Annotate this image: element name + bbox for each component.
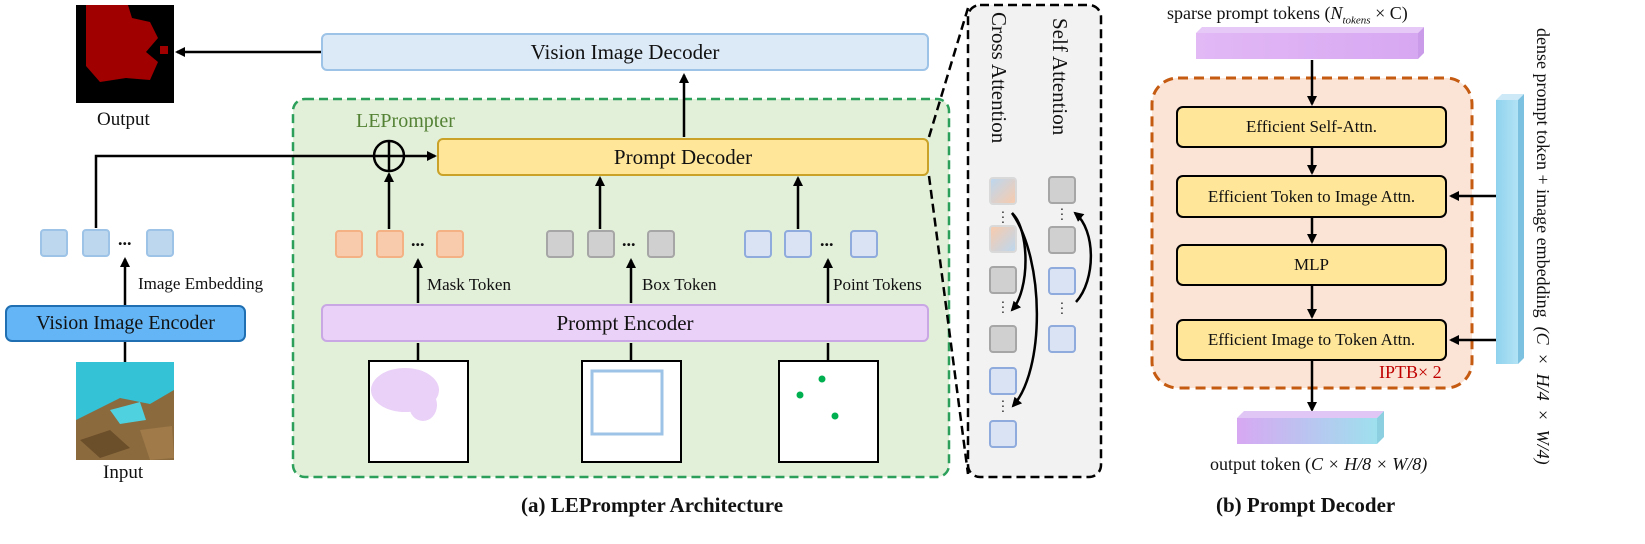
cross-token [989,325,1017,353]
vertical-ellipsis: ··· [1000,206,1006,231]
self-token [1048,325,1076,353]
sparse-prompt-label: sparse prompt tokens (Ntokens × C) [1167,3,1408,27]
box-token [546,230,574,258]
self-token [1048,226,1076,254]
caption-a: (a) LEPrompter Architecture [521,493,784,517]
caption-b: (b) Prompt Decoder [1216,493,1396,517]
point-prompt-image [778,360,879,463]
mask-token [376,230,404,258]
vertical-ellipsis: ··· [1000,395,1006,420]
image-embedding-token [146,229,174,257]
output-mask-spot [160,46,168,54]
self-token [1048,267,1076,295]
dense-prompt-label: dense prompt token + image embedding (C … [1533,28,1553,465]
point-token [744,230,772,258]
zoom-line-bottom [927,175,970,475]
vision-image-decoder: Vision Image Decoder [321,33,929,71]
ellipsis: ... [622,230,636,250]
cross-attention-label: Cross Attention [987,12,1011,144]
mask-token-label: Mask Token [427,275,511,294]
dense-token-bar [1496,94,1524,364]
point-token [784,230,812,258]
zoom-line-top [927,7,970,138]
mask-token [436,230,464,258]
point-tokens-label: Point Tokens [833,275,922,294]
token-to-image-attn-block: Efficient Token to Image Attn. [1176,175,1447,218]
self-attention-label: Self Attention [1048,18,1072,136]
cross-token [989,225,1017,253]
point-prompt-dot [831,412,839,420]
box-token [647,230,675,258]
prompt-decoder: Prompt Decoder [437,138,929,176]
box-prompt-image [581,360,682,463]
vision-image-encoder: Vision Image Encoder [5,305,246,342]
point-prompt-dot [796,391,804,399]
input-image-water [76,362,174,420]
image-embedding-label: Image Embedding [138,274,264,293]
cross-token [989,177,1017,205]
output-token-bar [1237,411,1384,444]
leprompter-label: LEPrompter [356,110,455,132]
self-attn-arrow [1073,211,1093,303]
vertical-ellipsis: ··· [1000,296,1006,321]
cross-attn-arrow-long [1010,212,1039,408]
embedding-to-add [94,154,373,228]
iptb-label: IPTB× 2 [1379,362,1442,382]
image-embedding-token [82,229,110,257]
ellipsis: ... [411,230,425,250]
prompt-encoder: Prompt Encoder [321,304,929,342]
self-token [1048,176,1076,204]
output-token-label: output token (C × H/8 × W/8) [1210,454,1428,474]
mask-token [335,230,363,258]
box-prompt-rect [590,369,664,436]
attention-panel [966,3,1103,479]
point-prompt-dot [818,375,826,383]
image-embedding-token [40,229,68,257]
ellipsis: ... [118,229,132,249]
cross-token [989,266,1017,294]
output-mask-shape [86,5,158,82]
cross-token [989,367,1017,395]
box-token [587,230,615,258]
point-token [850,230,878,258]
efficient-self-attn-block: Efficient Self-Attn. [1176,106,1447,148]
input-label: Input [103,462,144,483]
ellipsis: ... [820,230,834,250]
output-label: Output [97,109,150,130]
image-to-token-attn-block: Efficient Image to Token Attn. [1176,319,1447,361]
box-token-label: Box Token [642,275,717,294]
cross-token [989,420,1017,448]
vertical-ellipsis: ··· [1059,297,1065,322]
vertical-ellipsis: ··· [1059,203,1065,228]
sparse-token-bar [1196,27,1424,59]
mlp-block: MLP [1176,244,1447,286]
